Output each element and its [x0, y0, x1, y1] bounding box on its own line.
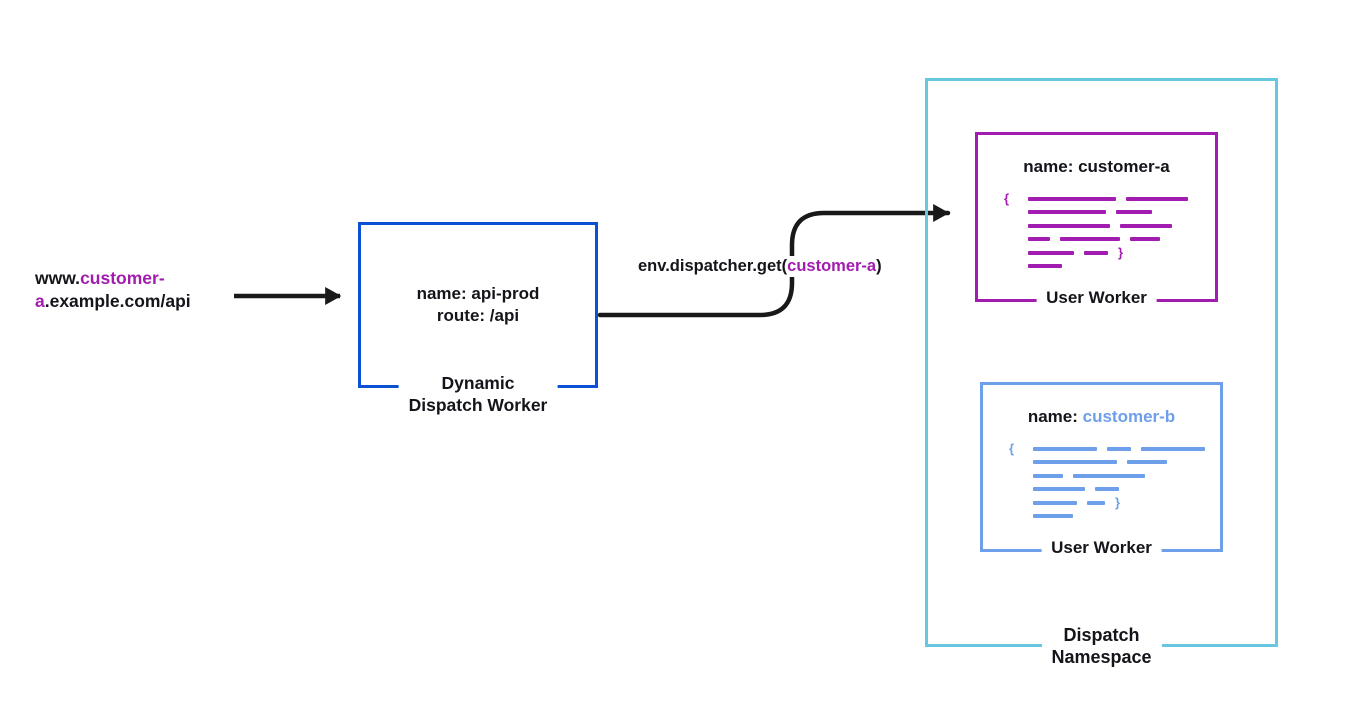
- request-url-line1: www.customer-: [35, 267, 191, 290]
- worker-b-name-value: customer-b: [1082, 407, 1176, 426]
- worker-a-name-value: customer-a: [1078, 157, 1170, 176]
- close-brace: }: [1118, 245, 1124, 261]
- code-line-segment: [1095, 487, 1119, 492]
- code-line: }: [1009, 496, 1200, 510]
- code-line-segment: [1033, 487, 1085, 492]
- dispatch-worker-label-line2: Dispatch Worker: [408, 395, 548, 415]
- url-a: a: [35, 291, 45, 311]
- code-line-segment: [1141, 446, 1205, 451]
- code-line-segment: [1028, 210, 1106, 215]
- dispatch-namespace-label: Dispatch Namespace: [1041, 624, 1162, 668]
- worker-b-code-block: {}: [1009, 441, 1205, 524]
- url-rest: .example.com/api: [44, 291, 191, 311]
- url-www: www.: [35, 268, 81, 288]
- code-line-segment: [1028, 196, 1116, 201]
- user-worker-a-label: User Worker: [1036, 287, 1157, 309]
- code-line-segment: [1033, 514, 1073, 519]
- code-line: {: [1009, 441, 1205, 457]
- code-line-segment: [1073, 473, 1145, 478]
- user-worker-b-label: User Worker: [1041, 537, 1162, 559]
- code-line: [1009, 456, 1200, 470]
- user-worker-a-box: name: customer-a {} User Worker: [975, 132, 1218, 309]
- code-line-segment: [1107, 446, 1131, 451]
- dispatcher-call-suffix: ): [876, 257, 882, 275]
- code-line: {: [1004, 192, 1195, 206]
- code-line-segment: [1033, 446, 1097, 451]
- request-url-line2: a.example.com/api: [35, 290, 191, 313]
- dispatch-worker-name: name: api-prod: [416, 284, 540, 303]
- code-line-segment: [1116, 210, 1152, 215]
- worker-a-code-block: {}: [1004, 192, 1195, 273]
- dispatch-worker-route: route: /api: [436, 306, 520, 325]
- code-line-segment: [1033, 473, 1063, 478]
- open-brace: {: [1009, 441, 1015, 457]
- worker-b-name-prefix: name:: [1027, 407, 1083, 426]
- user-worker-b-name: name: customer-b: [983, 407, 1220, 427]
- dispatcher-call-arg: customer-a: [787, 257, 877, 275]
- code-line-segment: [1028, 264, 1062, 269]
- code-line-segment: [1120, 223, 1172, 228]
- code-line: [1004, 233, 1195, 247]
- namespace-label-line2: Namespace: [1051, 647, 1152, 667]
- code-line-segment: [1028, 250, 1074, 255]
- code-line-segment: [1033, 460, 1117, 465]
- request-url-label: www.customer- a.example.com/api: [35, 267, 191, 313]
- code-line-segment: [1060, 237, 1120, 242]
- url-customer: customer-: [80, 268, 165, 288]
- namespace-label-line1: Dispatch: [1063, 625, 1140, 645]
- code-line-segment: [1033, 500, 1077, 505]
- code-line: }: [1004, 246, 1195, 260]
- dispatcher-call-label: env.dispatcher.get(customer-a): [634, 256, 886, 277]
- worker-a-name-prefix: name:: [1023, 157, 1079, 176]
- dispatch-namespace-box: Dispatch Namespace: [925, 78, 1278, 668]
- dispatch-worker-label-line1: Dynamic: [441, 373, 515, 393]
- code-line: [1004, 260, 1195, 274]
- code-line-segment: [1127, 460, 1167, 465]
- user-worker-b-box: name: customer-b {} User Worker: [980, 382, 1223, 559]
- open-brace: {: [1004, 191, 1010, 207]
- dispatcher-call-prefix: env.dispatcher.get(: [638, 257, 788, 275]
- code-line-segment: [1028, 223, 1110, 228]
- code-line: [1004, 206, 1195, 220]
- code-line: [1004, 219, 1195, 233]
- user-worker-a-name: name: customer-a: [978, 157, 1215, 177]
- code-line-segment: [1130, 237, 1160, 242]
- code-line: [1009, 510, 1200, 524]
- code-line: [1009, 483, 1200, 497]
- dynamic-dispatch-worker-label: Dynamic Dispatch Worker: [398, 372, 558, 416]
- code-line-segment: [1126, 196, 1188, 201]
- code-line-segment: [1084, 250, 1108, 255]
- code-line-segment: [1028, 237, 1050, 242]
- close-brace: }: [1115, 495, 1121, 511]
- code-line: [1009, 469, 1200, 483]
- code-line-segment: [1087, 500, 1105, 505]
- dynamic-dispatch-worker-box: name: api-prod route: /api Dynamic Dispa…: [358, 222, 598, 416]
